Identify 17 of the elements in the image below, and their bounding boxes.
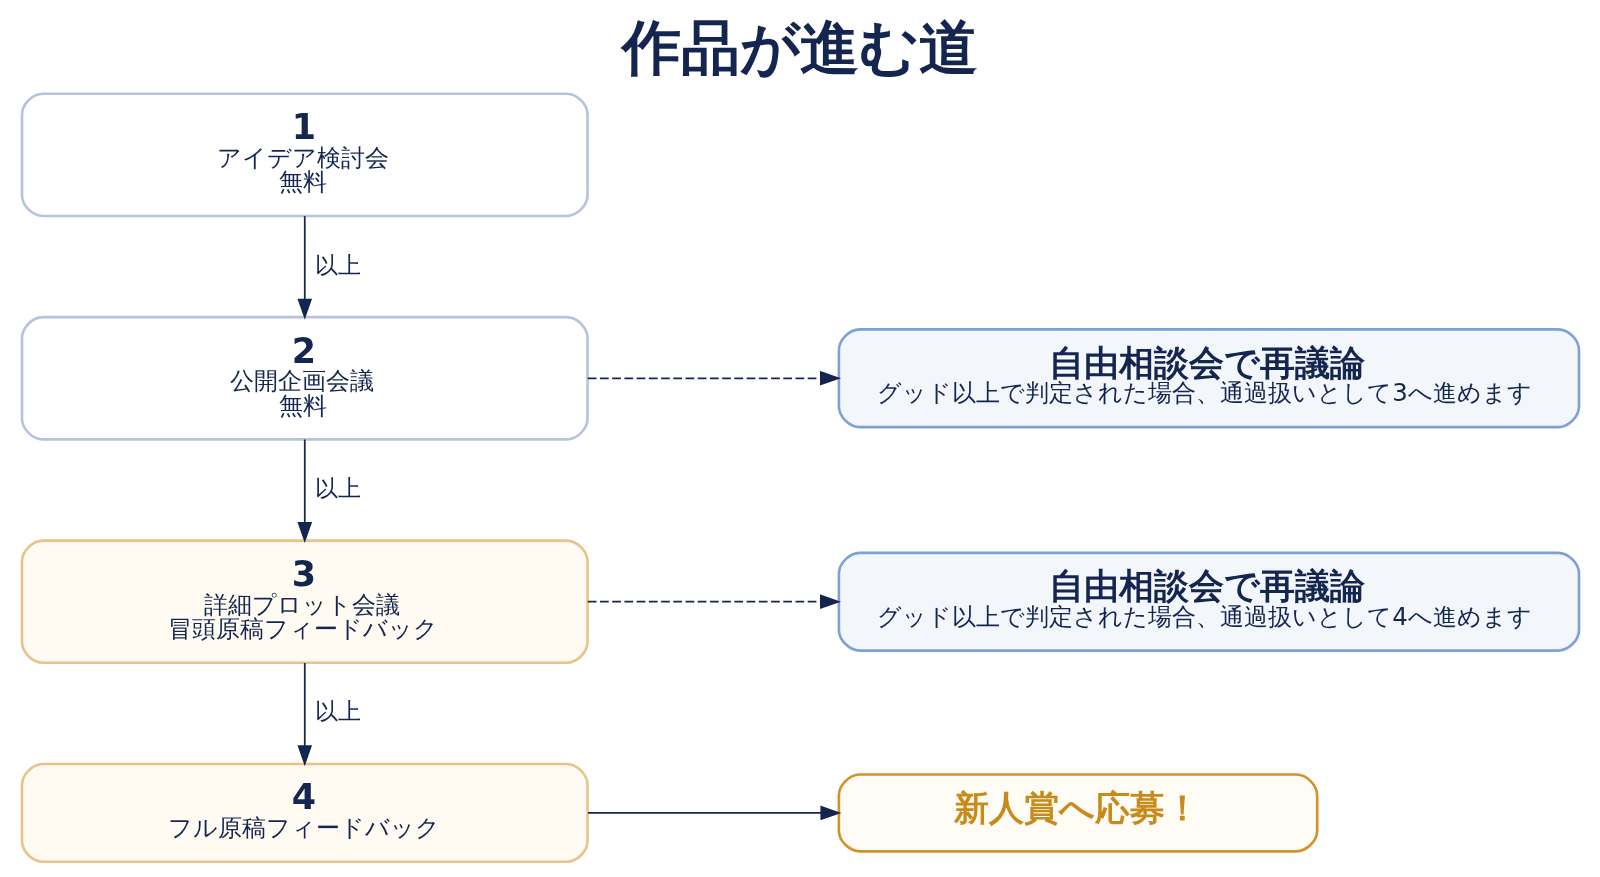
arrow — [296, 438, 312, 544]
node-box: 4 フル原稿フィードバック — [20, 762, 589, 864]
edge-label: 以上 — [314, 474, 361, 501]
arrow — [586, 370, 841, 386]
node-box: 自由相談会で再議論 グッド以上で判定された場合、通過扱いとして4へ進めます — [837, 551, 1580, 652]
node-box: 新人賞へ応募！ — [837, 773, 1318, 853]
arrow — [296, 662, 312, 767]
arrow — [586, 594, 841, 610]
diagram-title: 作品が進む道 — [621, 12, 978, 82]
edge-label: 以上 — [314, 251, 361, 278]
node-box: 自由相談会で再議論 グッド以上で判定された場合、通過扱いとして3へ進めます — [837, 328, 1580, 429]
node-box: 1 アイデア検討会 無料 — [20, 92, 589, 218]
node-box: 3 詳細プロット会議 冒頭原稿フィードバック — [20, 539, 589, 665]
edge-label: 以上 — [314, 698, 361, 725]
node-box: 2 公開企画会議 無料 — [20, 315, 589, 441]
arrow — [586, 805, 841, 821]
arrow — [296, 215, 312, 320]
